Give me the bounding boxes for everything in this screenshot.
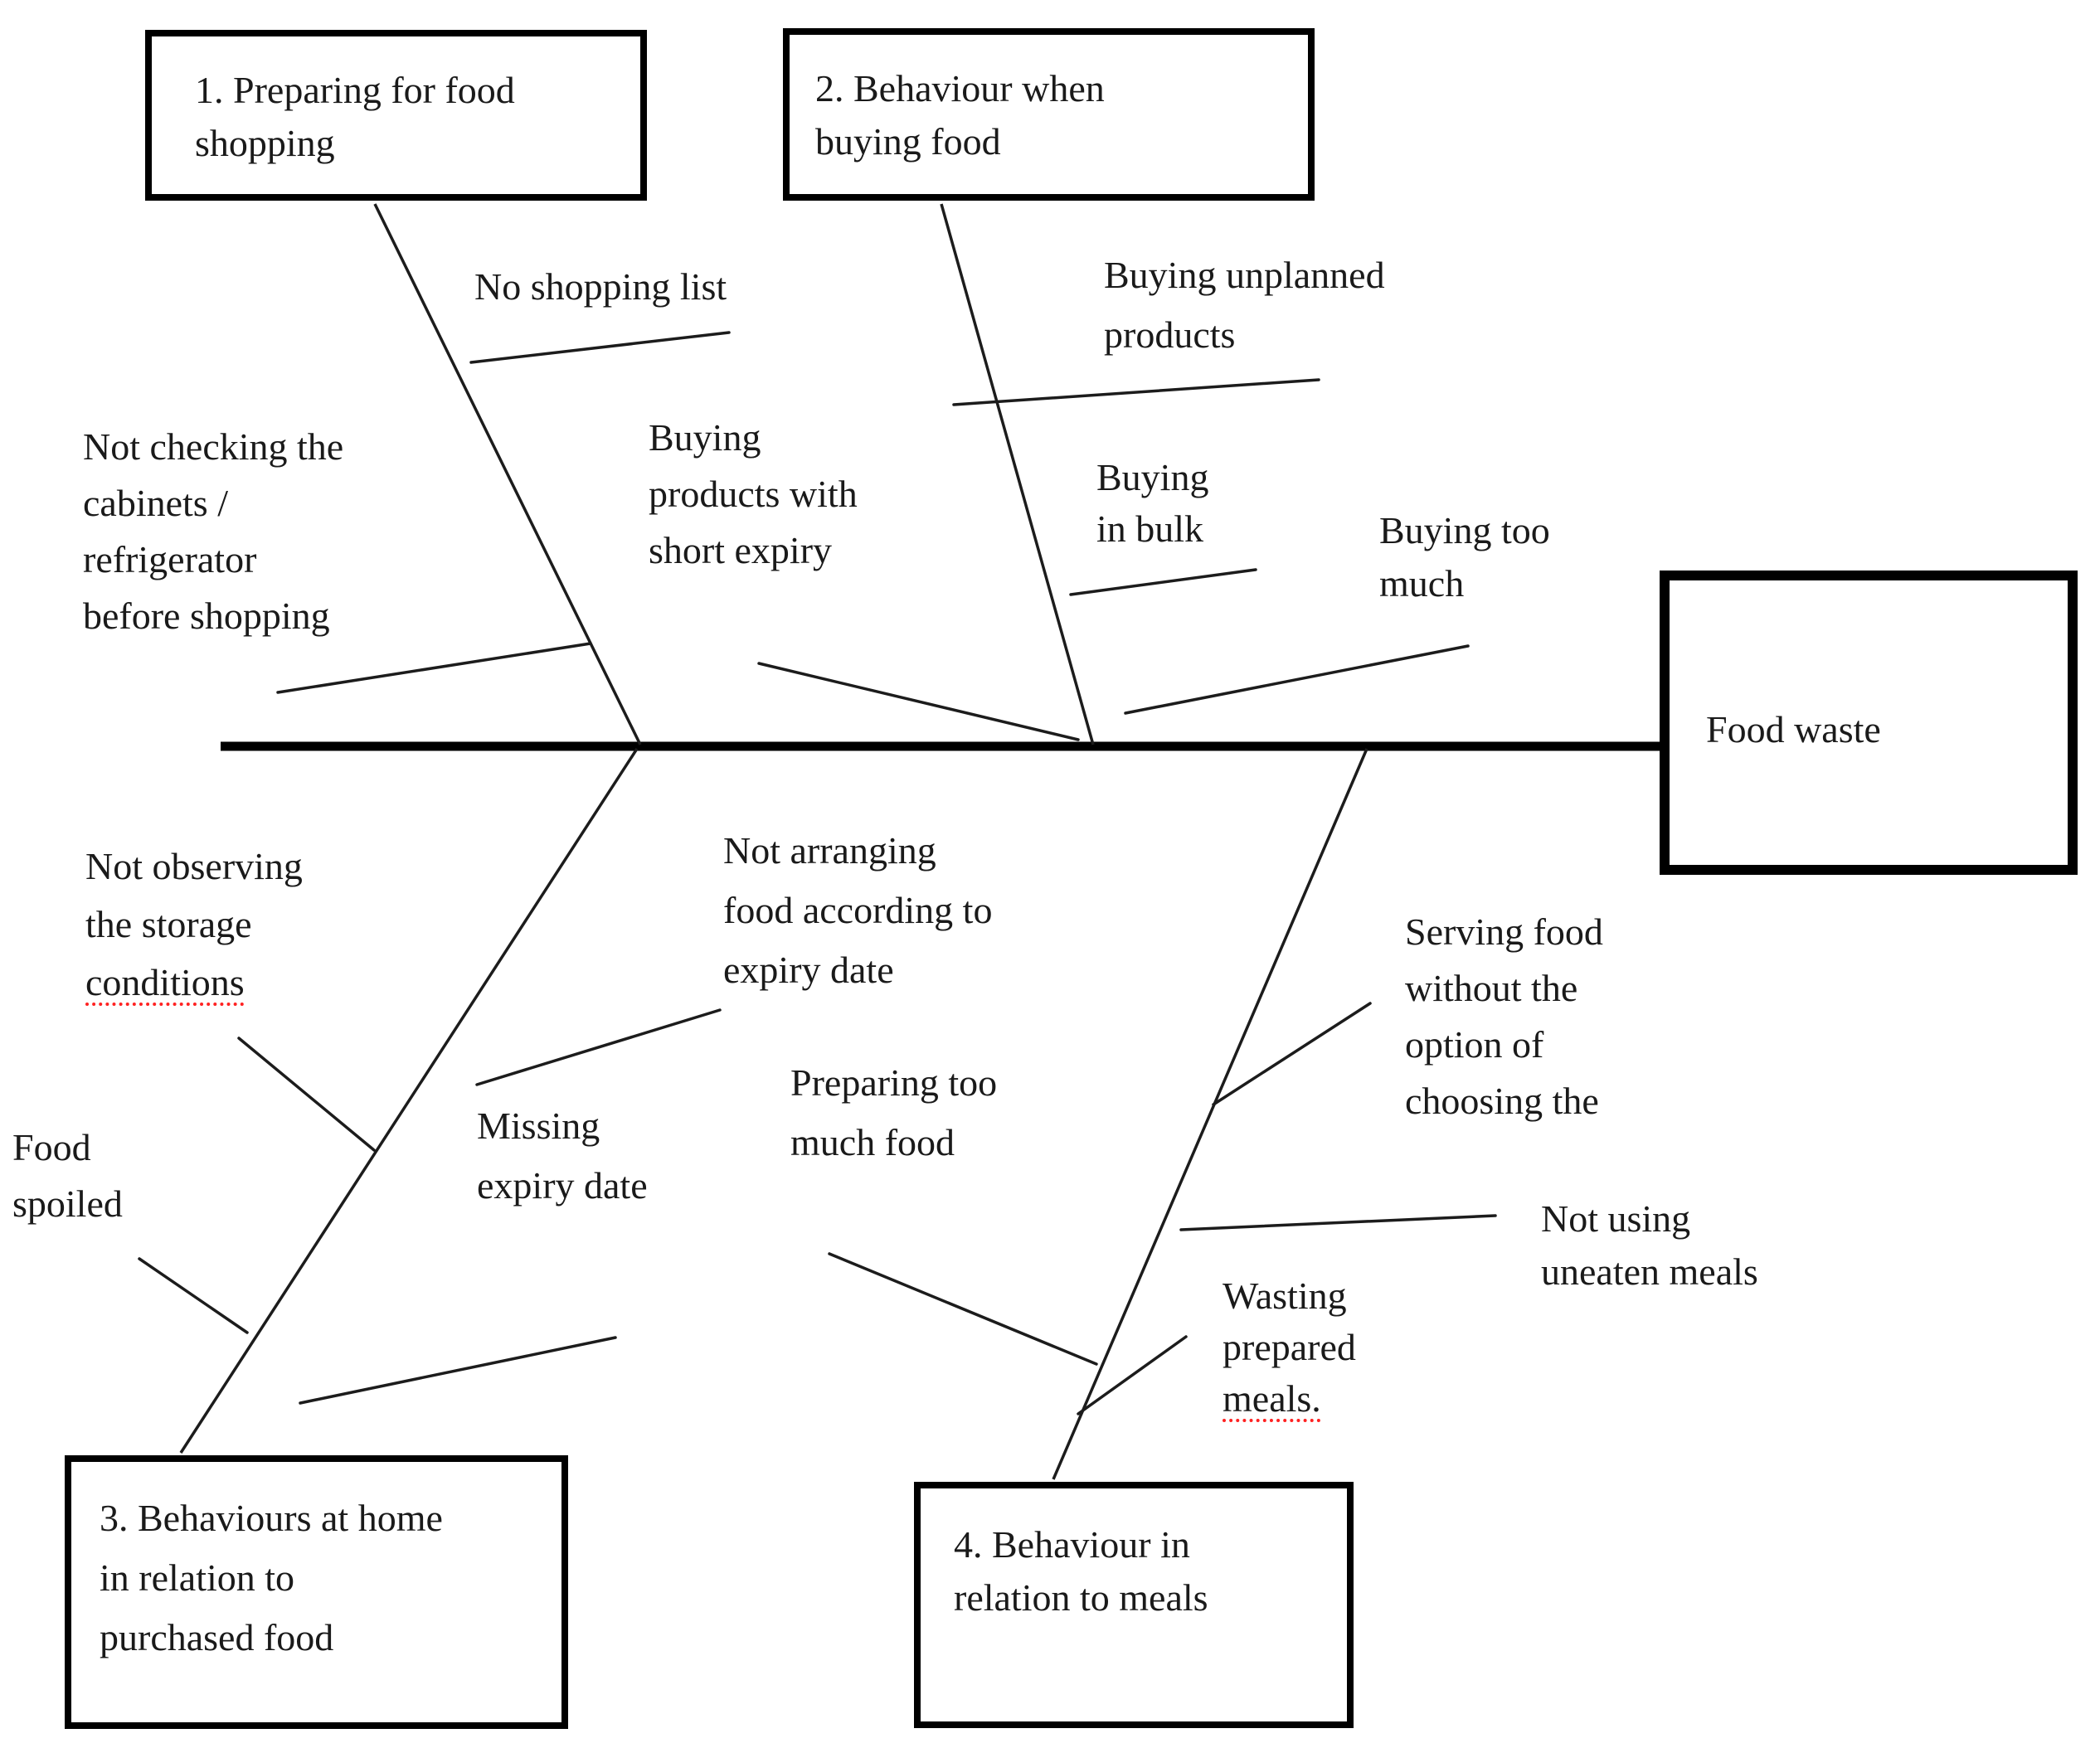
cause-label-line: Not observing (85, 845, 303, 887)
cause-label-line: products (1104, 313, 1236, 356)
category-box-behaviour-when-buying-food: 2. Behaviour when buying food (783, 28, 1315, 201)
connector-food-spoiled (138, 1257, 249, 1334)
connector-not-using-uneaten (1179, 1214, 1497, 1231)
cause-label-line: option of (1405, 1023, 1544, 1066)
branch-line-1 (373, 203, 642, 745)
cause-label-line: prepared (1223, 1326, 1356, 1368)
cause-label-buying-in-bulk: Buying in bulk (1096, 452, 1208, 555)
cause-label-not-arranging-food: Not arranging food according to expiry d… (723, 821, 992, 1000)
cause-label-line: products with (649, 473, 858, 515)
connector-serving-food (1212, 1002, 1372, 1106)
connector-no-shopping-list (469, 331, 731, 364)
cause-label-line: Buying (649, 416, 761, 459)
cause-label-line: uneaten meals (1541, 1250, 1758, 1293)
category-box-label-line: shopping (195, 122, 335, 164)
cause-label-line: in bulk (1096, 507, 1204, 550)
cause-label-line: Buying unplanned (1104, 254, 1385, 296)
cause-label-line: Not checking the (83, 425, 344, 468)
cause-label-line: without the (1405, 967, 1578, 1009)
cause-label-line: much food (790, 1121, 955, 1163)
category-box-behaviours-at-home: 3. Behaviours at home in relation to pur… (65, 1455, 568, 1729)
category-box-label-line: 2. Behaviour when (815, 67, 1105, 109)
cause-label-food-spoiled: Food spoiled (12, 1119, 123, 1232)
cause-label-not-using-uneaten-meals: Not using uneaten meals (1541, 1192, 1758, 1299)
cause-label-line: Wasting (1223, 1275, 1347, 1317)
cause-label-line: No shopping list (474, 265, 727, 308)
cause-label-line: Missing (477, 1105, 600, 1147)
branch-line-2 (940, 203, 1095, 745)
cause-label-line: conditions (85, 954, 303, 1012)
effect-box-label: Food waste (1706, 708, 1881, 750)
cause-label-line: meals. (1223, 1373, 1356, 1425)
connector-buying-short-expiry (757, 662, 1080, 741)
connector-not-arranging-food (475, 1008, 722, 1086)
misspelled-word: meals. (1223, 1377, 1321, 1420)
cause-label-line: spoiled (12, 1182, 123, 1225)
cause-label-line: refrigerator (83, 538, 257, 580)
cause-label-preparing-too-much: Preparing too much food (790, 1053, 997, 1173)
cause-label-line: Food (12, 1126, 91, 1168)
connector-missing-expiry (299, 1336, 617, 1405)
cause-label-line: Serving food (1405, 910, 1603, 953)
cause-label-line: Not using (1541, 1197, 1691, 1240)
cause-label-line: cabinets / (83, 482, 228, 524)
cause-label-missing-expiry-date: Missing expiry date (477, 1096, 648, 1216)
cause-label-buying-too-much: Buying too much (1379, 504, 1550, 610)
cause-label-line: food according to (723, 889, 993, 931)
category-box-label-line: 1. Preparing for food (195, 69, 515, 111)
branch-line-3 (179, 748, 639, 1454)
category-box-preparing-for-food-shopping: 1. Preparing for food shopping (145, 30, 647, 201)
category-box-label-line: relation to meals (954, 1576, 1208, 1619)
cause-label-line: short expiry (649, 529, 833, 571)
connector-buying-unplanned (952, 378, 1320, 406)
cause-label-line: expiry date (477, 1164, 648, 1207)
category-box-label-line: purchased food (100, 1616, 334, 1658)
connector-buying-in-bulk (1069, 568, 1257, 596)
category-box-label-line: 3. Behaviours at home (100, 1497, 443, 1539)
cause-label-line: Preparing too (790, 1061, 998, 1104)
connector-preparing-too-much (828, 1252, 1098, 1366)
cause-label-not-checking-cabinets: Not checking the cabinets / refrigerator… (83, 419, 343, 644)
effect-box-food-waste: Food waste (1660, 571, 2078, 875)
cause-label-line: expiry date (723, 949, 894, 991)
category-box-behaviour-in-relation-to-meals: 4. Behaviour in relation to meals (914, 1482, 1354, 1728)
cause-label-line: much (1379, 562, 1465, 605)
cause-label-serving-food: Serving food without the option of choos… (1405, 904, 1603, 1129)
category-box-label-line: 4. Behaviour in (954, 1523, 1190, 1566)
connector-buying-too-much (1124, 644, 1470, 715)
misspelled-word: conditions (85, 961, 245, 1003)
cause-label-line: before shopping (83, 595, 330, 637)
connector-wasting-prepared-meals (1077, 1335, 1188, 1415)
category-box-label-line: in relation to (100, 1556, 295, 1599)
connector-not-checking-cabinets (276, 642, 592, 694)
branch-line-4 (1052, 748, 1368, 1480)
cause-label-line: Buying (1096, 456, 1209, 498)
cause-label-not-observing-storage: Not observing the storage conditions (85, 838, 303, 1012)
cause-label-line: choosing the (1405, 1080, 1599, 1122)
cause-label-buying-unplanned: Buying unplanned products (1104, 245, 1385, 365)
cause-label-buying-short-expiry: Buying products with short expiry (649, 410, 858, 579)
cause-label-no-shopping-list: No shopping list (474, 259, 727, 315)
cause-label-wasting-prepared-meals: Wasting prepared meals. (1223, 1270, 1356, 1425)
cause-label-line: Not arranging (723, 829, 936, 872)
cause-label-line: the storage (85, 903, 252, 945)
cause-label-line: Buying too (1379, 509, 1550, 551)
connector-not-observing-storage (237, 1037, 376, 1152)
category-box-label-line: buying food (815, 120, 1001, 163)
